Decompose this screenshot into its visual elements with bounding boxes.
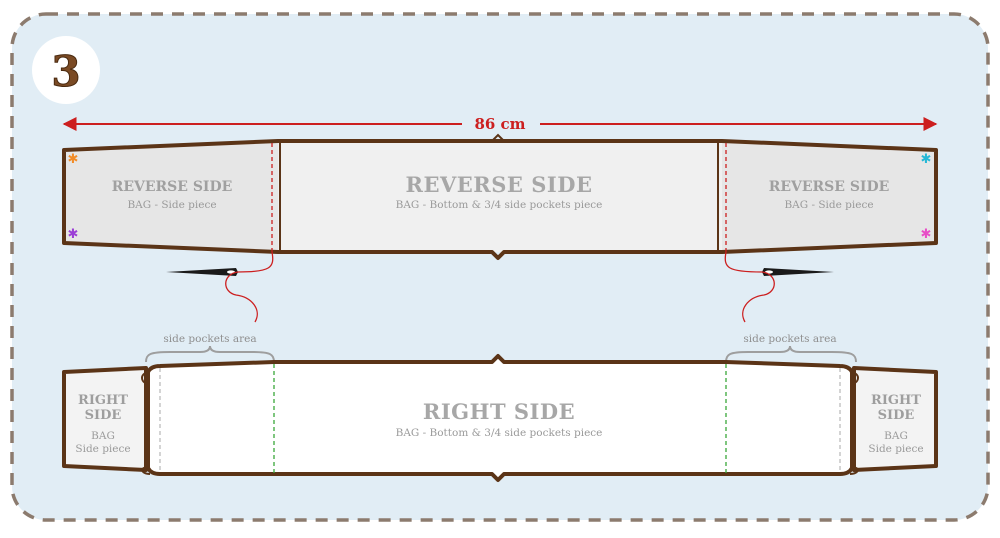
right-left-sub-1: BAG	[91, 430, 115, 442]
left-pocket-annotation: side pockets area	[145, 333, 275, 363]
right-left-sub-2: Side piece	[75, 443, 130, 455]
right-center-subtitle: BAG - Bottom & 3/4 side pockets piece	[396, 427, 603, 439]
corner-mark-bottom-right: ✱	[921, 227, 932, 242]
right-right-sub-1: BAG	[884, 430, 908, 442]
right-pocket-annotation: side pockets area	[725, 333, 857, 363]
right-right-sub-2: Side piece	[868, 443, 923, 455]
right-right-title-2: SIDE	[878, 408, 915, 423]
corner-mark-bottom-left: ✱	[68, 227, 79, 242]
step-number: 3	[51, 47, 80, 96]
left-pocket-label: side pockets area	[163, 333, 256, 345]
reverse-outline	[62, 139, 938, 260]
right-center-title: RIGHT SIDE	[423, 399, 575, 424]
reverse-center-title: REVERSE SIDE	[406, 172, 593, 197]
reverse-left-title: REVERSE SIDE	[112, 179, 233, 195]
thread-right	[724, 251, 775, 323]
reverse-right-title: REVERSE SIDE	[769, 179, 890, 195]
right-side-piece: RIGHT SIDE BAG Side piece RIGHT SIDE BAG…	[62, 354, 938, 482]
right-left-title-2: SIDE	[85, 408, 122, 423]
needle-left	[166, 251, 274, 323]
right-pocket-label: side pockets area	[743, 333, 836, 345]
reverse-right-side-panel	[722, 141, 936, 252]
reverse-left-side-panel	[64, 141, 278, 252]
corner-mark-top-right: ✱	[921, 152, 932, 167]
reverse-center-subtitle: BAG - Bottom & 3/4 side pockets piece	[396, 199, 603, 211]
corner-mark-top-left: ✱	[68, 152, 79, 167]
width-measure: 86 cm	[62, 115, 938, 133]
measure-label: 86 cm	[474, 115, 525, 133]
reverse-left-subtitle: BAG - Side piece	[127, 199, 216, 211]
reverse-side-piece: ✱ ✱ ✱ ✱ REVERSE SIDE BAG - Side piece RE…	[62, 133, 938, 260]
right-right-title-1: RIGHT	[871, 393, 921, 408]
step-badge: 3	[32, 36, 100, 104]
right-left-title-1: RIGHT	[78, 393, 128, 408]
thread-left	[225, 251, 274, 323]
reverse-right-subtitle: BAG - Side piece	[784, 199, 873, 211]
right-left-side-panel	[62, 366, 148, 472]
needle-right	[724, 251, 834, 323]
reverse-center-panel	[278, 141, 722, 252]
